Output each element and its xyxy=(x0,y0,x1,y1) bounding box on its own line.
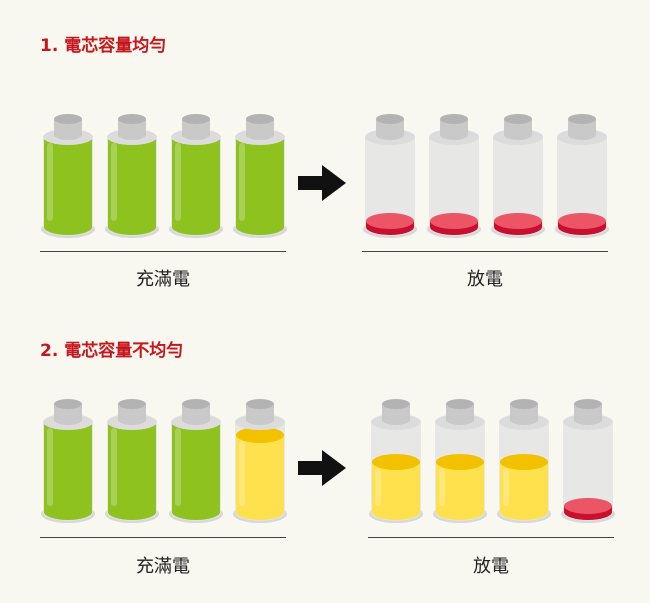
battery-cell-yellow xyxy=(368,398,424,526)
battery-cell-red xyxy=(362,113,418,241)
discharged-battery-group xyxy=(362,113,610,241)
charged-divider xyxy=(40,537,286,538)
battery-cell-red xyxy=(426,113,482,241)
charged-label: 充滿電 xyxy=(136,269,190,290)
section-1-title: 1. 電芯容量均勻 xyxy=(40,36,167,56)
battery-cell-green xyxy=(232,113,288,241)
battery-cell-green xyxy=(40,113,96,241)
section-2-title: 2. 電芯容量不均勻 xyxy=(40,341,184,361)
battery-cell-red xyxy=(554,113,610,241)
battery-cell-yellow xyxy=(232,398,288,526)
battery-cell-green xyxy=(104,113,160,241)
battery-cell-green xyxy=(104,398,160,526)
arrow-right-icon xyxy=(298,450,346,486)
battery-cell-green xyxy=(168,113,224,241)
discharged-label: 放電 xyxy=(467,269,503,290)
battery-cell-red xyxy=(560,398,616,526)
charged-label: 充滿電 xyxy=(136,556,190,577)
battery-cell-red xyxy=(490,113,546,241)
battery-cell-yellow xyxy=(432,398,488,526)
battery-cell-yellow xyxy=(496,398,552,526)
charged-battery-group xyxy=(40,113,288,241)
discharged-label: 放電 xyxy=(473,556,509,577)
charged-divider xyxy=(40,251,286,252)
discharged-battery-group xyxy=(368,398,616,526)
arrow-right-icon xyxy=(298,165,346,201)
battery-cell-green xyxy=(168,398,224,526)
charged-battery-group xyxy=(40,398,288,526)
discharged-divider xyxy=(368,537,614,538)
discharged-divider xyxy=(362,251,608,252)
battery-cell-green xyxy=(40,398,96,526)
